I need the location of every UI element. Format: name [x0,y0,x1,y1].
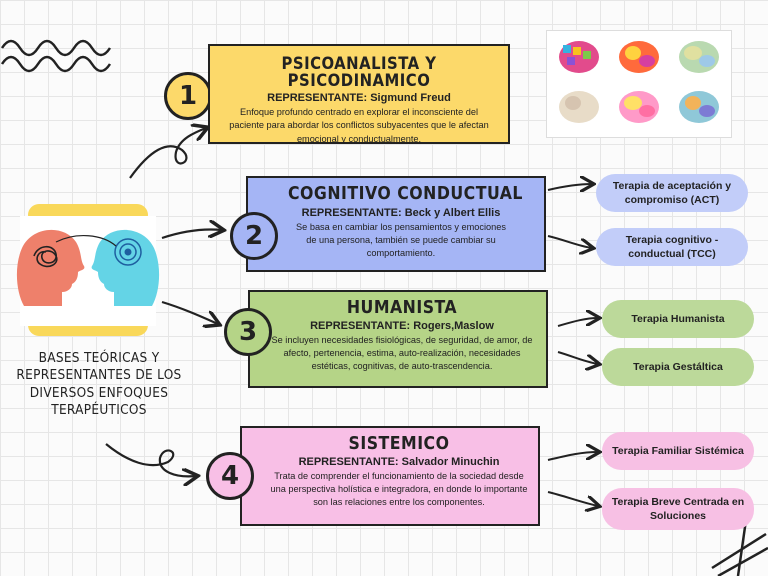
brain-icon [679,41,719,73]
arrow-to-section-3 [161,300,218,324]
section-description: Enfoque profundo centrado en explorar el… [229,107,489,144]
brain-icon [619,91,659,123]
brain-icon [559,91,599,123]
section-number-1: 1 [164,72,212,120]
section-box-humanista: HUMANISTA REPRESENTANTE: Rogers,Maslow S… [248,290,548,388]
brain-icon [559,41,599,73]
squiggle-decoration [0,39,112,57]
section-number-4: 4 [206,452,254,500]
section-representative: REPRESENTANTE: Rogers,Maslow [310,319,494,332]
brain-images [546,30,732,138]
arrow-to-pill [547,235,592,248]
section-title: SISTEMICO [348,434,450,454]
scribble-decoration [711,519,768,576]
two-heads-illustration [16,204,160,336]
section-description: Trata de comprender el funcionamiento de… [270,470,528,508]
arrow-to-pill [547,452,598,461]
therapy-pill: Terapia Humanista [602,300,754,338]
section-title: COGNITIVO CONDUCTUAL [288,184,523,204]
section-number-3: 3 [224,308,272,356]
arrow-to-pill [557,351,598,364]
arrow-to-pill [547,184,592,190]
arrow-to-section-2 [161,229,222,238]
arrow-to-pill [547,491,598,506]
therapy-pill: Terapia cognitivo - conductual (TCC) [596,228,748,266]
arrow-to-section-1 [129,128,206,179]
section-number-2: 2 [230,212,278,260]
section-title: PSICOANALISTA Y PSICODINAMICO [281,54,437,90]
main-title: BASES TEÓRICAS Y REPRESENTANTES DE LOS D… [16,350,182,418]
therapy-pill: Terapia Gestáltica [602,348,754,386]
brain-icon [619,41,659,73]
section-box-psicoanalista: PSICOANALISTA Y PSICODINAMICO REPRESENTA… [208,44,510,144]
therapy-pill: Terapia Familiar Sistémica [602,432,754,470]
brain-icon [679,91,719,123]
therapy-pill: Terapia de aceptación y compromiso (ACT) [596,174,748,212]
squiggle-decoration [0,55,112,73]
section-box-cognitivo: COGNITIVO CONDUCTUAL REPRESENTANTE: Beck… [246,176,546,272]
arrow-to-pill [557,318,598,327]
section-representative: REPRESENTANTE: Salvador Minuchin [298,455,500,468]
section-box-sistemico: SISTEMICO REPRESENTANTE: Salvador Minuch… [240,426,540,526]
section-representative: REPRESENTANTE: Beck y Albert Ellis [301,206,501,219]
arrow-to-section-4 [105,443,196,476]
section-title: HUMANISTA [346,298,458,318]
section-description: Se incluyen necesidades fisiológicas, de… [271,334,533,372]
therapy-pill: Terapia Breve Centrada en Soluciones [602,488,754,530]
section-description: Se basa en cambiar los pensamientos y em… [296,221,506,259]
section-representative: REPRESENTANTE: Sigmund Freud [267,92,451,104]
